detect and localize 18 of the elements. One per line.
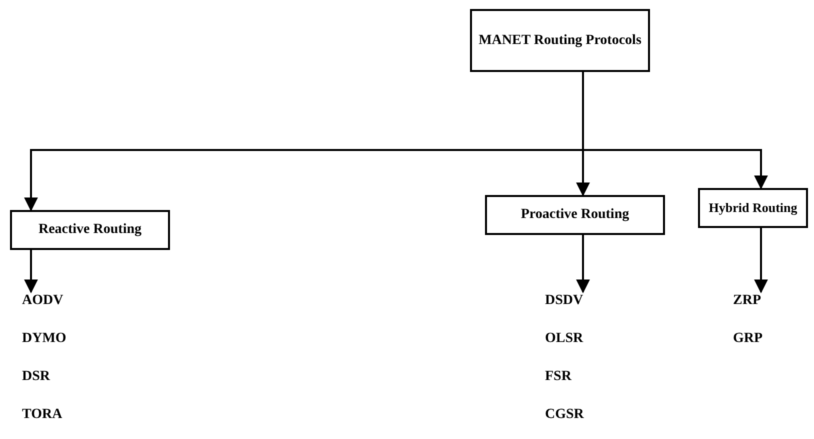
protocol-name: CGSR — [545, 406, 584, 424]
category-box: Hybrid Routing — [698, 188, 808, 228]
arrow — [582, 72, 768, 190]
protocol-name: DSDV — [545, 292, 584, 310]
protocol-name: TORA — [22, 406, 64, 424]
arrow — [576, 235, 590, 294]
protocol-name: GRP — [733, 330, 763, 348]
root-box: MANET Routing Protocols — [470, 9, 650, 72]
category-box: Reactive Routing — [10, 210, 170, 250]
protocol-name: ZRP — [733, 292, 762, 310]
arrow — [24, 250, 38, 294]
arrow — [754, 228, 768, 294]
protocol-name: OLSR — [545, 330, 584, 348]
protocol-name: FSR — [545, 368, 573, 386]
protocol-name: DYMO — [22, 330, 66, 348]
protocol-name: AODV — [22, 292, 64, 310]
protocol-name: DSR — [22, 368, 52, 386]
category-box: Proactive Routing — [485, 195, 665, 235]
